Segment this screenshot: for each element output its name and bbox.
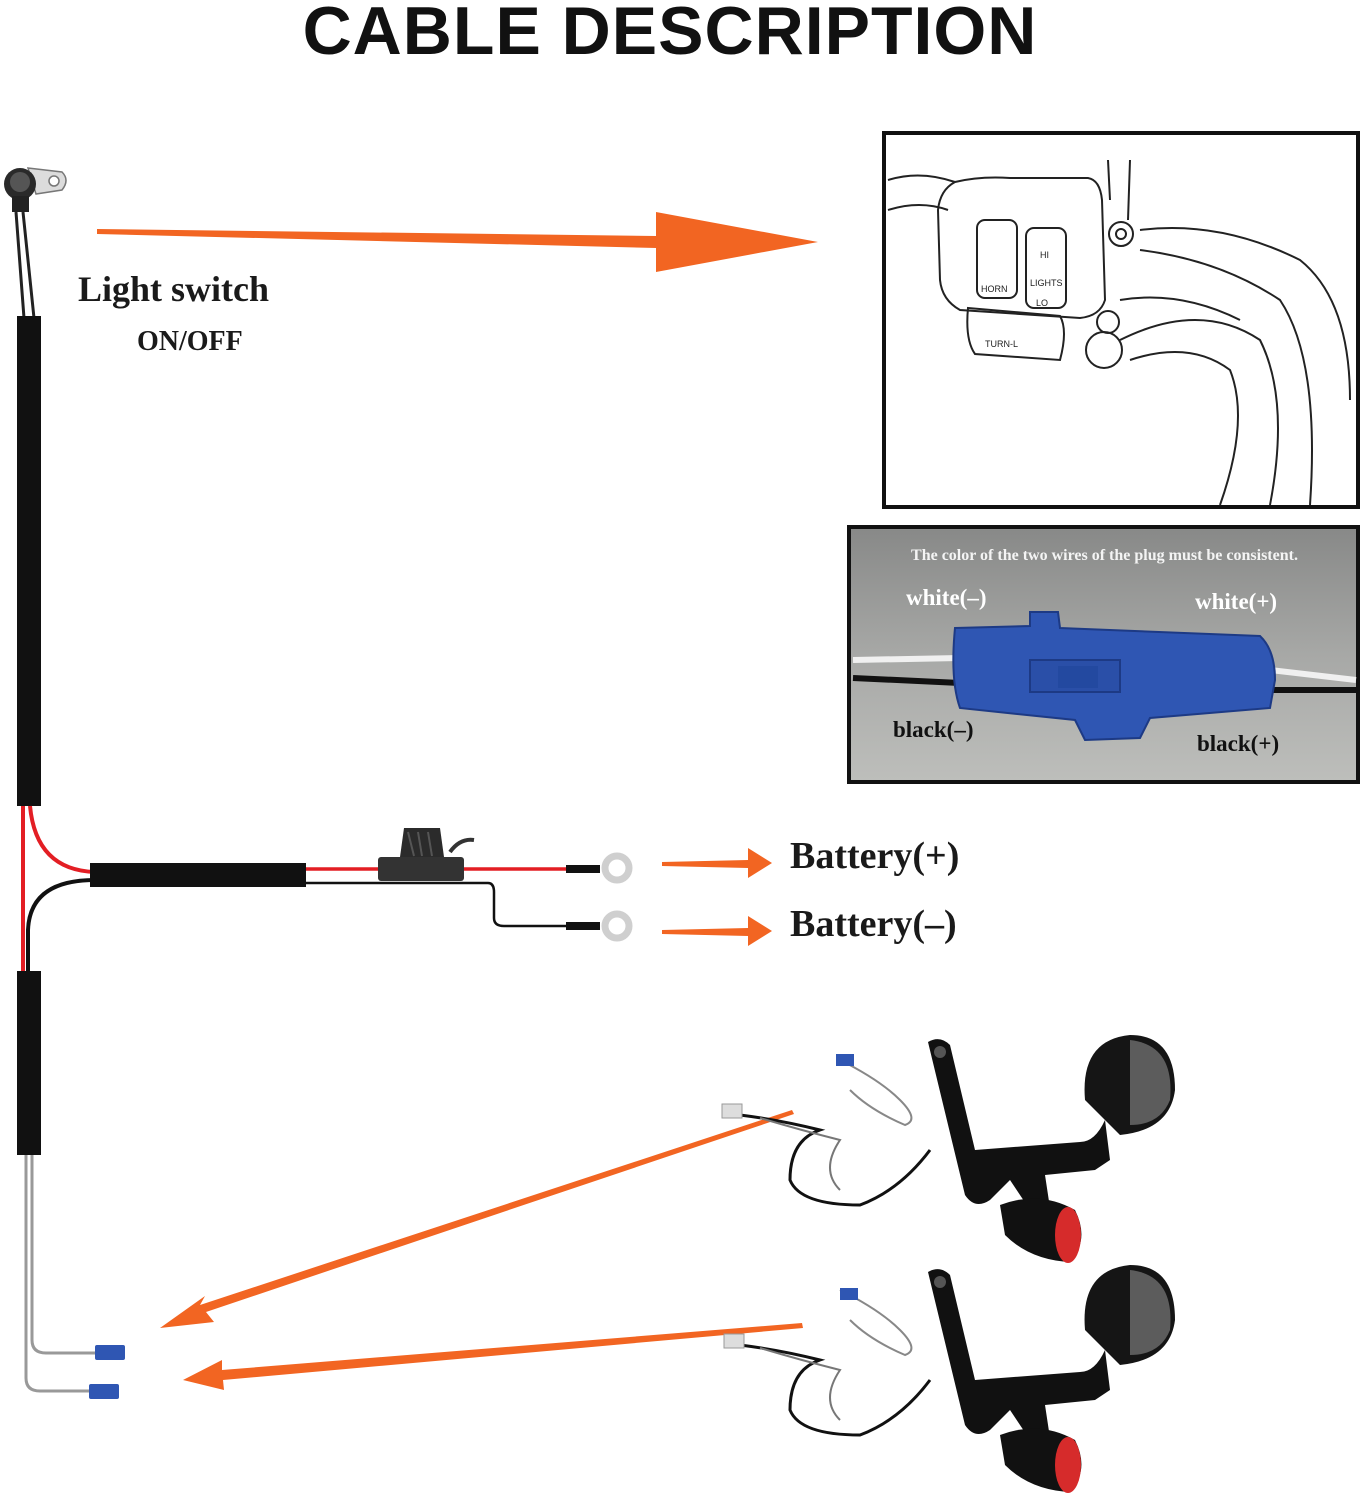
plug-note: The color of the two wires of the plug m… [911, 547, 1298, 564]
plug-white-negative-label: white(–) [906, 585, 987, 610]
plug-black-positive-label: black(+) [1197, 731, 1280, 756]
ring-terminal-negative [601, 910, 633, 942]
panel-lights-label: LIGHTS [1030, 278, 1063, 288]
light-switch-label: Light switch [78, 269, 270, 309]
blue-plug-icon [952, 611, 1277, 742]
blue-plug-icon [89, 1345, 125, 1399]
main-cable-sleeve [17, 316, 41, 806]
light-bar-icon [721, 1035, 1175, 1263]
light-bar-icon [723, 1265, 1175, 1493]
panel-turn-label: TURN-L [985, 339, 1018, 349]
panel-hi-label: HI [1040, 250, 1049, 260]
handlebar-switch-panel [882, 131, 1360, 509]
fuse-holder-icon [378, 828, 475, 881]
arrow-icon [97, 212, 818, 1390]
light-switch-state: ON/OFF [137, 326, 243, 357]
plug-black-negative-label: black(–) [893, 717, 974, 742]
page-title: CABLE DESCRIPTION [302, 0, 1038, 69]
panel-lo-label: LO [1036, 298, 1048, 308]
toggle-switch-icon [4, 167, 67, 319]
battery-positive-label: Battery(+) [790, 835, 960, 877]
plug-white-positive-label: white(+) [1195, 589, 1278, 614]
ring-terminal-positive [601, 852, 633, 884]
lower-cable-sleeve [17, 971, 41, 1155]
handlebar-drawing [887, 159, 1351, 506]
panel-horn-label: HORN [981, 284, 1008, 294]
battery-branch-sleeve [90, 863, 306, 887]
battery-negative-label: Battery(–) [790, 903, 957, 945]
